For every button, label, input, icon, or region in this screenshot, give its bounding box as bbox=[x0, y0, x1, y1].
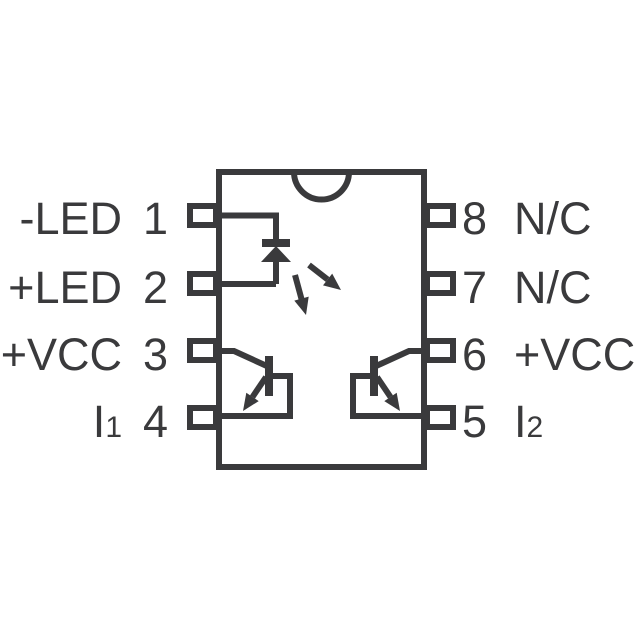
pin3-number: 3 bbox=[142, 329, 168, 380]
pin8-label: N/C bbox=[514, 193, 592, 244]
pin-row-right-8: 8 N/C bbox=[462, 196, 592, 242]
pin-row-left-2: +LED 2 bbox=[0, 265, 168, 311]
pin2-label: +LED bbox=[8, 262, 122, 313]
led-cathode-wire bbox=[219, 212, 279, 240]
pin3-label: +VCC bbox=[0, 329, 122, 380]
pin2-box bbox=[187, 271, 219, 296]
light-arrow-right-icon bbox=[307, 262, 341, 290]
pin5-number: 5 bbox=[462, 396, 488, 447]
emitter-arrow-right-icon bbox=[374, 375, 400, 411]
pin3-box bbox=[187, 338, 219, 363]
pin7-number: 7 bbox=[462, 262, 488, 313]
pin-row-left-1: -LED 1 bbox=[0, 196, 168, 242]
emitter-arrow-left-icon bbox=[243, 375, 269, 411]
light-arrow-left-icon bbox=[292, 274, 309, 315]
phototransistor-left bbox=[219, 348, 293, 419]
led-triangle-icon bbox=[261, 246, 291, 262]
notch-semicircle-icon bbox=[291, 171, 352, 203]
pin4-box bbox=[187, 405, 219, 430]
pin4-number: 4 bbox=[142, 396, 168, 447]
phototransistor-right bbox=[350, 348, 424, 419]
pin-row-right-7: 7 N/C bbox=[462, 265, 592, 311]
pin5-box bbox=[424, 405, 456, 430]
pin1-number: 1 bbox=[142, 193, 168, 244]
pin5-label: I2 bbox=[514, 396, 544, 447]
pin4-label: I1 bbox=[92, 396, 122, 447]
pin-row-right-6: 6 +VCC bbox=[462, 332, 635, 378]
led-symbol bbox=[219, 212, 291, 287]
pin-row-left-3: +VCC 3 bbox=[0, 332, 168, 378]
pin-row-left-4: I1 4 bbox=[0, 399, 168, 445]
pin-row-right-5: 5 I2 bbox=[462, 399, 543, 445]
pin8-box bbox=[424, 203, 456, 228]
collector-wire-left bbox=[219, 348, 271, 370]
output-loop-left bbox=[219, 373, 293, 419]
pin6-number: 6 bbox=[462, 329, 488, 380]
pin8-number: 8 bbox=[462, 193, 488, 244]
output-loop-right bbox=[350, 373, 424, 419]
pin1-label: -LED bbox=[19, 193, 122, 244]
pin6-box bbox=[424, 338, 456, 363]
pin1-box bbox=[187, 203, 219, 228]
pin7-box bbox=[424, 271, 456, 296]
pin7-label: N/C bbox=[514, 262, 592, 313]
pin6-label: +VCC bbox=[514, 329, 636, 380]
collector-wire-right bbox=[372, 348, 424, 370]
pin2-number: 2 bbox=[142, 262, 168, 313]
